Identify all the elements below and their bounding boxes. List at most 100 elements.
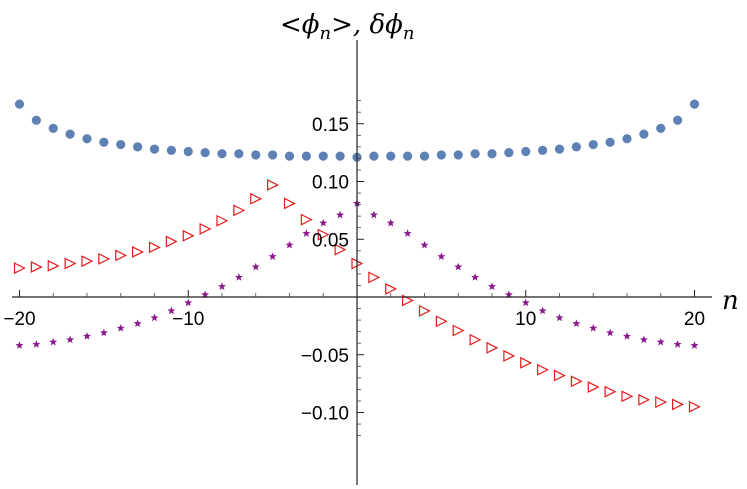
data-point [234, 273, 243, 281]
data-point [487, 149, 497, 159]
data-point [251, 150, 261, 160]
series-star [15, 199, 699, 349]
data-point [300, 213, 313, 226]
data-point [572, 319, 581, 327]
title-phi: ϕ [302, 10, 320, 40]
data-point [182, 229, 195, 242]
data-point [301, 151, 311, 161]
data-point [436, 150, 446, 160]
x-tick-label: 20 [684, 309, 705, 330]
data-point [688, 400, 701, 413]
data-point [419, 151, 430, 161]
data-point [369, 151, 379, 161]
data-point [183, 146, 193, 157]
data-point [604, 385, 617, 398]
data-point [150, 313, 159, 322]
data-point [537, 363, 549, 376]
series-circle [14, 99, 700, 162]
data-point [133, 319, 142, 327]
data-point [335, 151, 345, 161]
data-point [133, 142, 143, 152]
data-point [605, 137, 615, 147]
data-point [116, 139, 126, 150]
data-point [251, 262, 260, 271]
data-point [319, 218, 328, 227]
data-point [521, 298, 530, 307]
data-point [267, 178, 279, 191]
y-tick-label: −0.10 [301, 404, 349, 425]
data-point [386, 218, 395, 227]
data-point [553, 369, 566, 382]
y-tick-label: −0.05 [301, 346, 349, 367]
data-point [638, 393, 651, 406]
data-point [32, 340, 41, 348]
data-point [403, 229, 412, 237]
data-point [334, 243, 347, 256]
data-point [199, 222, 212, 235]
data-point [639, 129, 649, 139]
data-point [165, 235, 178, 248]
data-point [83, 332, 91, 340]
data-point [82, 134, 92, 144]
data-point [623, 332, 631, 340]
data-point [31, 115, 41, 125]
y-tick-label: 0.05 [312, 230, 349, 251]
data-point [81, 255, 94, 268]
data-point [368, 271, 381, 284]
data-point [435, 315, 448, 328]
data-point [672, 398, 684, 411]
data-point [385, 282, 398, 295]
data-point [588, 139, 598, 150]
data-point [486, 341, 499, 354]
data-point [538, 306, 547, 315]
data-point [571, 142, 581, 152]
x-tick-label: 10 [515, 309, 536, 330]
data-point [503, 349, 516, 362]
data-point [99, 137, 109, 147]
data-point [132, 245, 144, 258]
data-point [217, 149, 227, 159]
title-subscript-n-2: n [403, 23, 415, 44]
data-point [283, 197, 296, 210]
series-triangle-right [13, 178, 701, 413]
data-point [504, 148, 514, 158]
data-point [454, 262, 463, 271]
data-point [268, 252, 277, 260]
x-tick-label: −10 [172, 309, 204, 330]
data-point [418, 304, 431, 317]
data-point [200, 148, 210, 158]
data-point [49, 337, 58, 346]
data-point [234, 149, 244, 159]
data-point [336, 210, 345, 219]
data-point [673, 340, 682, 348]
data-point [216, 214, 229, 227]
data-point [48, 123, 58, 133]
data-point [285, 240, 294, 249]
data-point [250, 192, 263, 205]
data-point [201, 290, 210, 299]
data-point [14, 99, 25, 109]
data-point [504, 290, 513, 299]
data-point [589, 323, 598, 332]
data-point [98, 252, 111, 265]
data-point [469, 333, 482, 346]
data-point [488, 282, 496, 290]
data-point [148, 241, 161, 254]
data-point [64, 257, 77, 270]
data-point [639, 335, 648, 344]
data-point [403, 151, 413, 161]
data-point [30, 260, 43, 273]
data-point [554, 144, 565, 154]
data-point [402, 294, 414, 307]
y-tick-label: 0.10 [312, 173, 349, 194]
data-point [302, 229, 311, 237]
data-point [115, 249, 128, 262]
data-point [621, 390, 634, 403]
data-point [318, 151, 328, 161]
data-point [520, 356, 533, 369]
title-open-bracket: < [280, 10, 302, 40]
data-point [690, 341, 699, 349]
data-point [47, 259, 60, 272]
data-point [149, 144, 160, 154]
